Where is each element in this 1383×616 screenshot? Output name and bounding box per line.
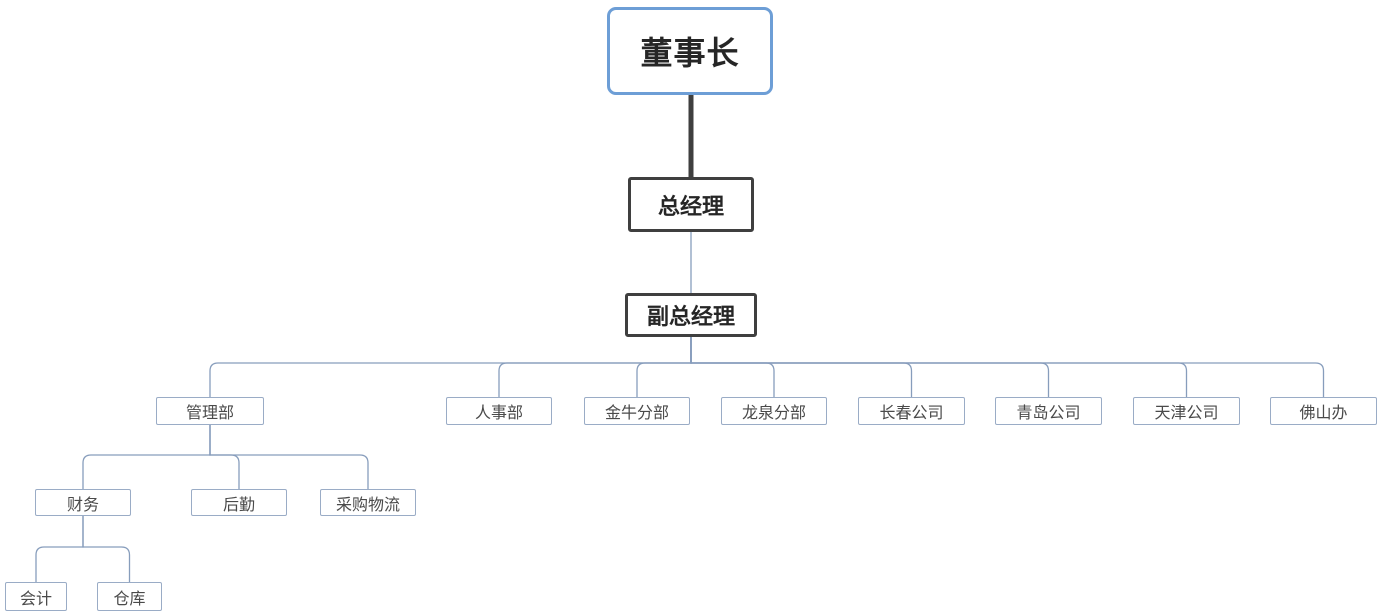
- org-node-changchun[interactable]: 长春公司: [858, 397, 965, 425]
- connector-dgm-qingdao: [690, 337, 1050, 397]
- connector-dgm-foshan: [690, 337, 1325, 397]
- connector-dgm-changchun: [690, 337, 913, 397]
- org-node-mgmt[interactable]: 管理部: [156, 397, 264, 425]
- org-node-chairman[interactable]: 董事长: [607, 7, 773, 95]
- connector-dgm-mgmt: [209, 337, 692, 397]
- org-node-gm[interactable]: 总经理: [628, 177, 754, 232]
- org-node-foshan[interactable]: 佛山办: [1270, 397, 1377, 425]
- connector-mgmt-logistics: [209, 425, 240, 489]
- connector-dgm-longquan: [690, 337, 775, 397]
- connector-dgm-hr: [498, 337, 692, 397]
- org-node-procurement[interactable]: 采购物流: [320, 489, 416, 516]
- connector-mgmt-finance: [82, 425, 211, 489]
- org-node-tianjin[interactable]: 天津公司: [1133, 397, 1240, 425]
- org-node-hr[interactable]: 人事部: [446, 397, 552, 425]
- org-node-warehouse[interactable]: 仓库: [97, 582, 162, 611]
- connector-mgmt-procurement: [209, 425, 369, 489]
- connector-dgm-jinniu: [636, 337, 692, 397]
- org-node-finance[interactable]: 财务: [35, 489, 131, 516]
- org-node-logistics[interactable]: 后勤: [191, 489, 287, 516]
- connector-dgm-tianjin: [690, 337, 1188, 397]
- connector-finance-accounting: [35, 516, 84, 582]
- org-node-longquan[interactable]: 龙泉分部: [721, 397, 827, 425]
- org-node-qingdao[interactable]: 青岛公司: [995, 397, 1102, 425]
- org-node-dgm[interactable]: 副总经理: [625, 293, 757, 337]
- org-node-accounting[interactable]: 会计: [5, 582, 67, 611]
- org-node-jinniu[interactable]: 金牛分部: [584, 397, 690, 425]
- connector-finance-warehouse: [82, 516, 131, 582]
